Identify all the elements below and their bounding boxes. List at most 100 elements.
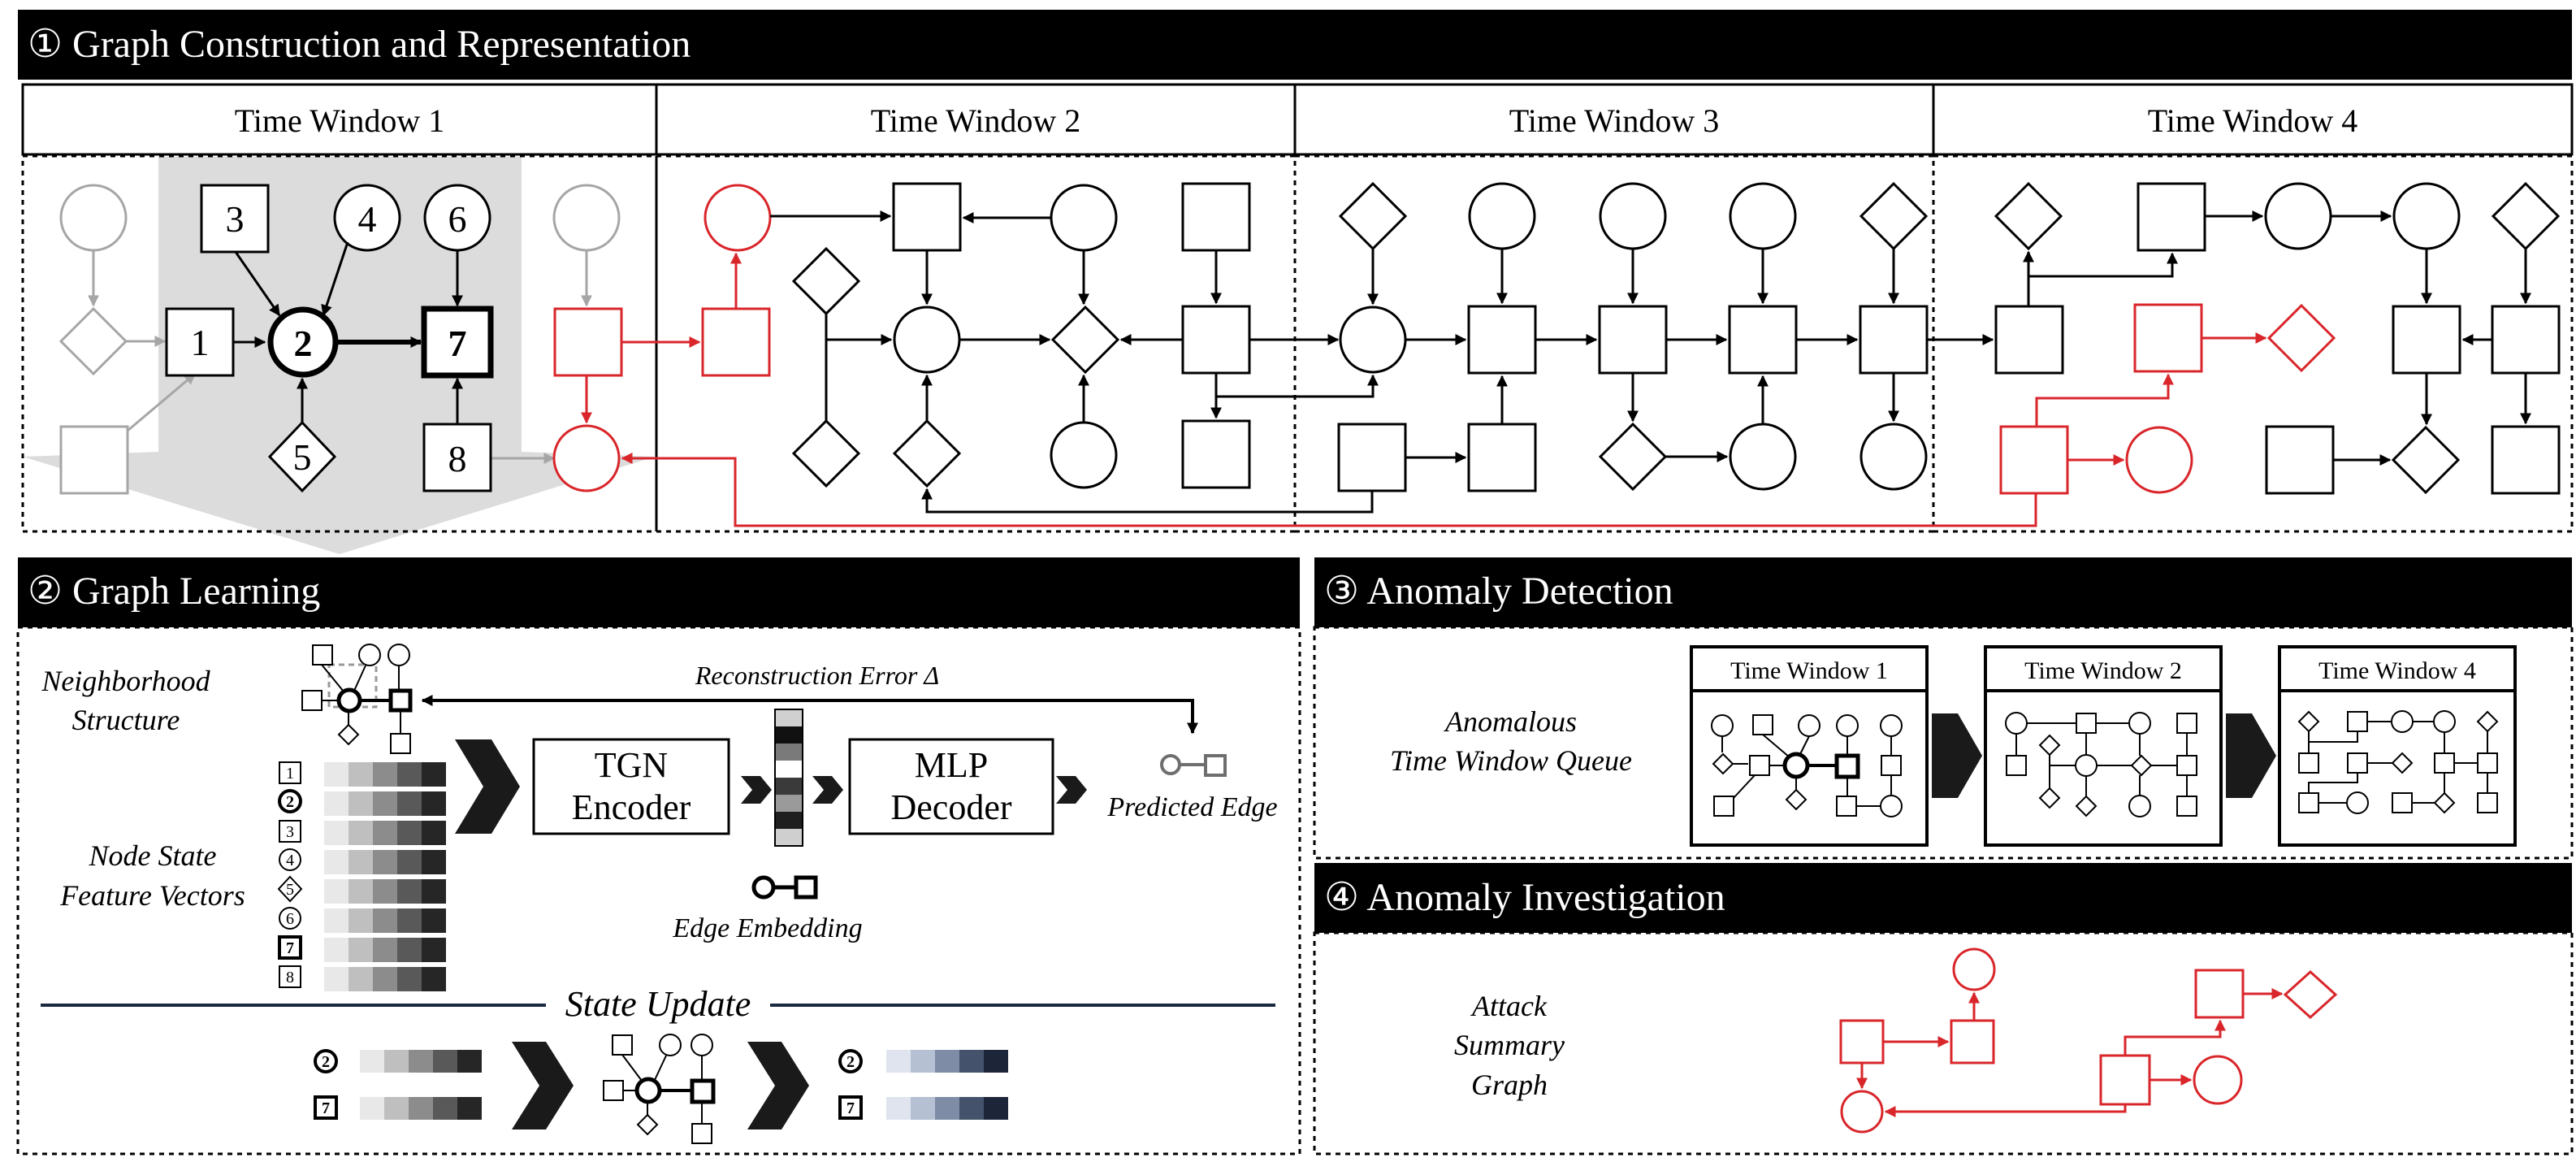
embedding-cell bbox=[775, 744, 803, 761]
window4-nodes bbox=[1994, 181, 2561, 495]
svg-text:2: 2 bbox=[286, 793, 294, 811]
feature-cell bbox=[349, 762, 373, 787]
chevron-arrow-2 bbox=[741, 776, 772, 804]
feature-badges bbox=[277, 761, 303, 988]
state-cell-before bbox=[384, 1050, 409, 1073]
state-cell-before bbox=[360, 1050, 384, 1073]
embedding-cell bbox=[775, 829, 803, 846]
feature-cell bbox=[397, 791, 422, 816]
svg-text:Anomalous: Anomalous bbox=[1444, 705, 1577, 738]
feature-cell bbox=[373, 821, 397, 845]
chevron-arrow-6 bbox=[747, 1042, 809, 1129]
feature-vector-matrix bbox=[324, 762, 446, 991]
state-update-label: State Update bbox=[565, 984, 751, 1024]
feature-cell bbox=[349, 879, 373, 904]
feature-cell bbox=[397, 821, 422, 845]
svg-text:8: 8 bbox=[286, 969, 294, 986]
feature-cell bbox=[324, 821, 349, 845]
attack-path bbox=[552, 184, 2336, 527]
node-label-2: 2 bbox=[294, 323, 313, 364]
svg-text:Time Window 4: Time Window 4 bbox=[2318, 657, 2476, 684]
node-label-1: 1 bbox=[191, 322, 210, 363]
feature-cell bbox=[349, 821, 373, 845]
feature-cell bbox=[349, 791, 373, 816]
svg-text:4: 4 bbox=[286, 852, 294, 869]
state-cell-before bbox=[384, 1097, 409, 1120]
feature-cell bbox=[324, 791, 349, 816]
tgn-encoder-box bbox=[532, 738, 730, 835]
window-header-2 bbox=[655, 83, 1297, 156]
feature-cell bbox=[422, 850, 446, 874]
feature-cell bbox=[373, 908, 397, 933]
queue-window-1: Time Window 1 bbox=[1690, 645, 1929, 847]
svg-text:Graph: Graph bbox=[1471, 1069, 1548, 1101]
update-badge-2: 2 bbox=[322, 1053, 330, 1071]
section3-title: ③ Anomaly Detection bbox=[1324, 570, 1673, 613]
feature-cell bbox=[397, 967, 422, 991]
feature-cell bbox=[373, 850, 397, 874]
node-label-5: 5 bbox=[293, 436, 312, 478]
feature-vectors-label: Node State Feature Vectors bbox=[59, 839, 245, 912]
edge-embedding-icon bbox=[751, 875, 818, 900]
attack-summary-graph bbox=[1839, 947, 2338, 1134]
state-cell-after bbox=[886, 1050, 911, 1073]
svg-text:1: 1 bbox=[286, 765, 294, 783]
section2-title: ② Graph Learning bbox=[28, 570, 320, 613]
svg-text:Neighborhood: Neighborhood bbox=[41, 665, 210, 697]
feature-cell bbox=[422, 908, 446, 933]
feature-cell bbox=[373, 967, 397, 991]
embedding-cell bbox=[775, 761, 803, 778]
section1-title: ① Graph Construction and Representation bbox=[28, 23, 691, 66]
state-cell-after bbox=[935, 1050, 959, 1073]
embedding-cell bbox=[775, 795, 803, 812]
neighborhood-mini-graph bbox=[301, 644, 413, 754]
feature-cell bbox=[397, 850, 422, 874]
state-cell-after bbox=[911, 1097, 935, 1120]
node-label-4: 4 bbox=[358, 198, 377, 240]
predicted-edge-icon bbox=[1160, 754, 1227, 777]
section-graph-learning: ② Graph Learning Neighborhood Structure … bbox=[16, 557, 1301, 1155]
section2-header bbox=[18, 557, 1300, 627]
predicted-edge-label: Predicted Edge bbox=[1106, 792, 1277, 822]
feature-cell bbox=[349, 908, 373, 933]
window-header-4 bbox=[1932, 83, 2574, 156]
chevron-arrow-1 bbox=[455, 739, 520, 834]
feature-cell bbox=[422, 938, 446, 962]
state-cell-after bbox=[984, 1097, 1008, 1120]
encoder-line-1: TGN bbox=[595, 745, 668, 785]
section1-header bbox=[18, 10, 2572, 80]
feature-cell bbox=[324, 762, 349, 787]
state-cell-before bbox=[433, 1050, 457, 1073]
feature-cell bbox=[422, 879, 446, 904]
reconstruction-error-arrow bbox=[421, 695, 1198, 735]
state-cell-before bbox=[457, 1097, 482, 1120]
state-cell-after bbox=[959, 1050, 984, 1073]
state-cell-before bbox=[457, 1050, 482, 1073]
embedding-cell bbox=[775, 709, 803, 726]
chevron-arrow-5 bbox=[512, 1042, 574, 1129]
feature-cell bbox=[349, 938, 373, 962]
queue-window-2: Time Window 2 bbox=[1984, 645, 2223, 847]
node-label-6: 6 bbox=[448, 198, 467, 240]
feature-cell bbox=[349, 850, 373, 874]
section4-title: ④ Anomaly Investigation bbox=[1324, 876, 1725, 919]
state-cell-before bbox=[409, 1097, 433, 1120]
section3-header bbox=[1314, 557, 2572, 627]
edge-embedding-label: Edge Embedding bbox=[672, 913, 862, 943]
window-panel-1 bbox=[21, 154, 658, 533]
section-anomaly-detection: ③ Anomaly Detection Anomalous Time Windo… bbox=[1313, 557, 2574, 860]
state-cell-before bbox=[409, 1050, 433, 1073]
window-header-3 bbox=[1293, 83, 1935, 156]
state-cell-before bbox=[433, 1097, 457, 1120]
window-header-1 bbox=[21, 83, 658, 156]
embedding-frame bbox=[774, 709, 803, 847]
feature-cell bbox=[397, 762, 422, 787]
feature-cell bbox=[397, 879, 422, 904]
svg-text:Summary: Summary bbox=[1454, 1029, 1565, 1061]
mlp-decoder-box bbox=[848, 738, 1054, 835]
decoder-line-1: MLP bbox=[915, 745, 988, 785]
neighborhood-label: Neighborhood Structure bbox=[41, 665, 210, 736]
queue-label: Anomalous Time Window Queue bbox=[1390, 705, 1632, 777]
window1-inactive-nodes bbox=[58, 184, 621, 495]
state-cell-after bbox=[935, 1097, 959, 1120]
